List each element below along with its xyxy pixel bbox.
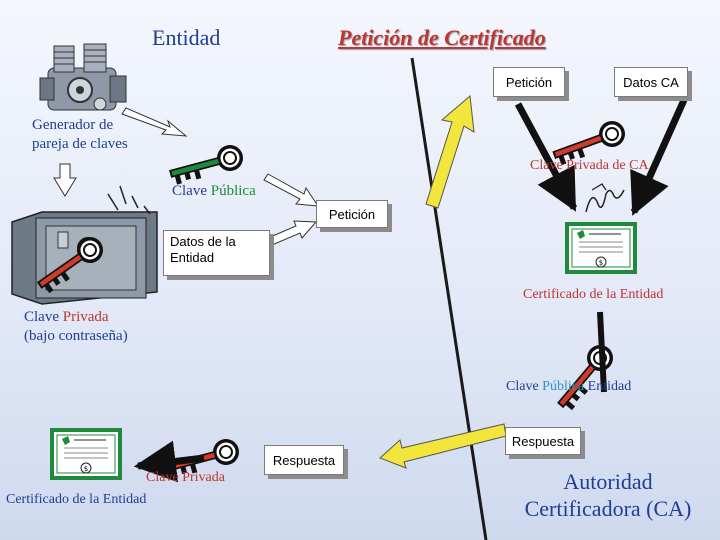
entity-certificate-label-bottom: Certificado de la Entidad bbox=[6, 492, 147, 507]
key-pair-generator-label: Generador de pareja de claves bbox=[32, 117, 128, 152]
public-key-label: Clave Pública bbox=[172, 183, 256, 199]
certificate-icon bbox=[564, 221, 638, 275]
entity-public-key-label: Clave Pública Entidad bbox=[506, 379, 632, 394]
private-key-protected-label: Clave Privada (bajo contraseña) bbox=[24, 309, 128, 344]
entity-title: Entidad bbox=[152, 25, 221, 50]
certificate-icon bbox=[49, 427, 123, 481]
spark-lines bbox=[107, 185, 151, 215]
divider-line bbox=[410, 57, 488, 540]
yellow-arrow bbox=[379, 95, 507, 469]
signature-icon bbox=[585, 183, 625, 213]
response-box-right: Respuesta bbox=[505, 427, 581, 455]
response-box-bottom: Respuesta bbox=[264, 445, 344, 475]
ca-data-box: Datos CA bbox=[614, 67, 688, 97]
ca-private-key-label: Clave Privada de CA bbox=[530, 158, 649, 173]
entity-certificate-label-right: Certificado de la Entidad bbox=[523, 287, 664, 302]
certificate-request-title: Petición de Certificado bbox=[338, 25, 546, 50]
hollow-arrow bbox=[53, 107, 319, 246]
request-box-middle: Petición bbox=[316, 200, 388, 228]
private-key-bottom-label: Clave Privada bbox=[146, 470, 225, 485]
black-arrow bbox=[133, 98, 688, 483]
certification-authority-label: Autoridad Certificadora (CA) bbox=[524, 469, 692, 521]
entity-data-box: Datos de la Entidad bbox=[163, 230, 270, 276]
key-icon bbox=[552, 121, 625, 166]
engine-icon bbox=[39, 43, 127, 111]
request-box-top: Petición bbox=[493, 67, 565, 97]
key-icon bbox=[169, 145, 243, 185]
key-icon bbox=[36, 237, 103, 294]
